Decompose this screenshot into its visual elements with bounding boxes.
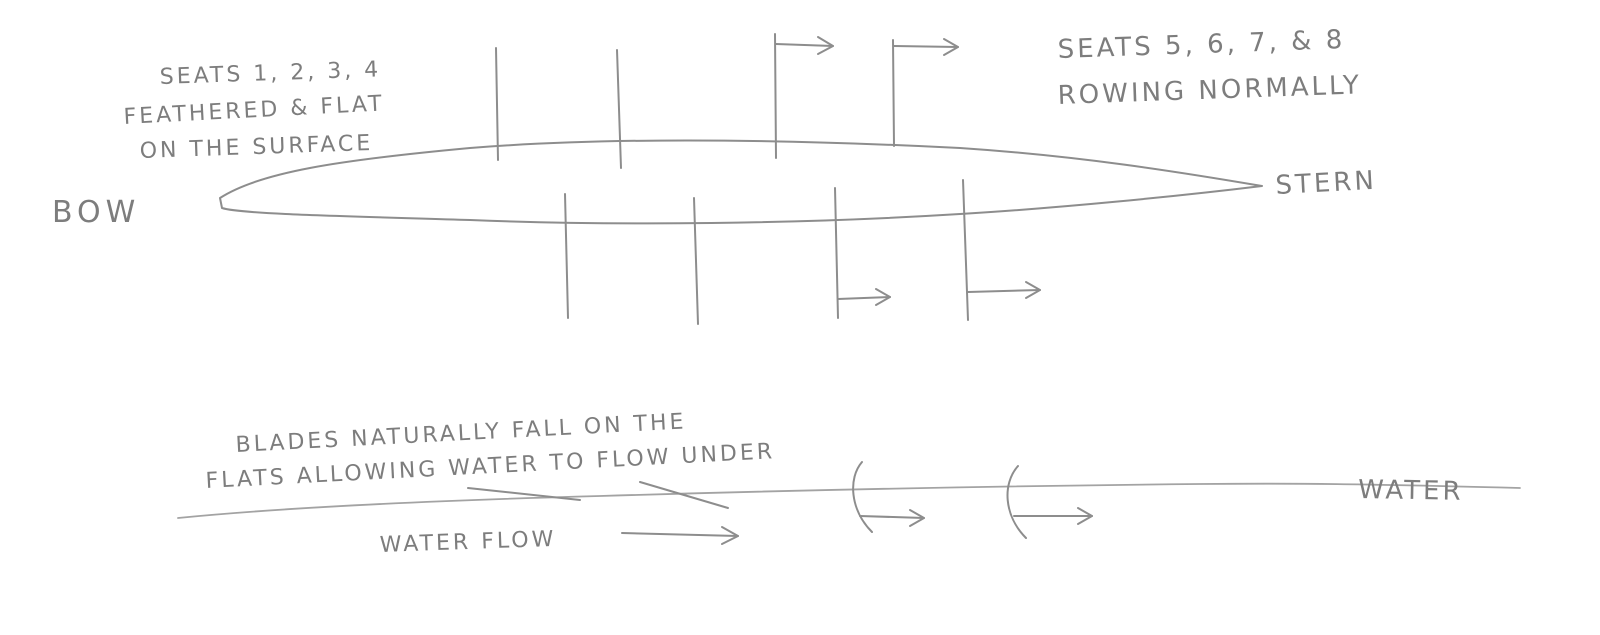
stern-label: STERN <box>1275 166 1378 201</box>
arrow-bottom-4 <box>967 281 1041 299</box>
oar-top-2 <box>616 49 622 169</box>
oar-top-3 <box>774 33 777 159</box>
oar-top-4 <box>892 39 895 147</box>
arrow-top-4 <box>893 38 959 56</box>
oar-top-1 <box>495 47 499 161</box>
seats-feathered-line-3: ON THE SURFACE <box>139 131 373 164</box>
arrow-blade-1 <box>859 509 925 527</box>
oar-bottom-3 <box>834 187 839 319</box>
seats-rowing-line-1: SEATS 5, 6, 7, & 8 <box>1057 25 1346 65</box>
seats-rowing-line-2: ROWING NORMALLY <box>1057 70 1362 111</box>
water-label: WATER <box>1358 475 1464 507</box>
flat-blade-2 <box>639 481 729 509</box>
arrow-top-3 <box>775 36 834 55</box>
rowing-blade-2 <box>1006 465 1027 539</box>
flat-blade-1 <box>467 487 581 501</box>
water-flow-label: WATER FLOW <box>379 527 556 558</box>
water-flow-arrow <box>621 526 739 545</box>
seats-feathered-line-2: FEATHERED & FLAT <box>123 91 385 130</box>
boat-hull <box>219 139 1263 225</box>
arrow-blade-2 <box>1013 507 1093 525</box>
oar-bottom-1 <box>564 193 569 319</box>
bow-label: BOW <box>52 195 140 230</box>
water-line <box>177 482 1521 519</box>
oar-bottom-2 <box>693 197 699 325</box>
oar-bottom-4 <box>962 179 969 321</box>
rowing-blade-1 <box>852 461 873 533</box>
seats-feathered-line-1: SEATS 1, 2, 3, 4 <box>159 57 381 90</box>
arrow-bottom-3 <box>837 288 891 306</box>
